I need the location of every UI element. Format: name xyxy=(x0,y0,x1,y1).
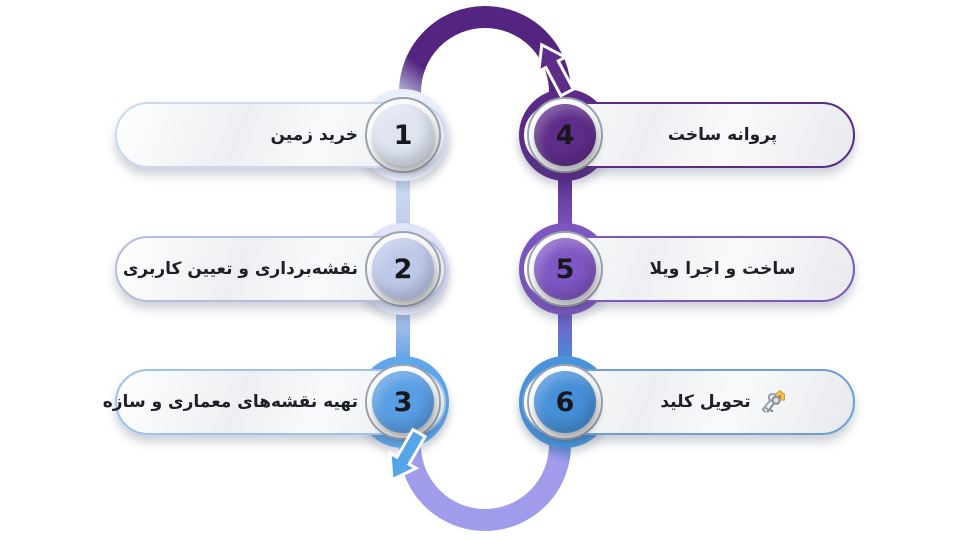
step-6-label: تحویل کلید xyxy=(600,389,845,415)
connector-step4-step5 xyxy=(558,172,572,232)
step-2-label: نقشه‌برداری و تعیین کاربری xyxy=(122,259,358,279)
step-5-label-text: ساخت و اجرا ویلا xyxy=(649,259,796,279)
step-6-label-text: تحویل کلید xyxy=(660,392,751,412)
bottom-arc xyxy=(399,436,571,531)
step-1-label: خرید زمین xyxy=(270,125,359,145)
step-3-label: تهیه نقشه‌های معماری و سازه xyxy=(102,392,358,412)
step-3-number: 3 xyxy=(372,371,434,433)
connector-step2-step3 xyxy=(396,306,410,366)
step-4-label-text: پروانه ساخت xyxy=(667,125,778,145)
step-2-number: 2 xyxy=(372,238,434,300)
step-4-label: پروانه ساخت xyxy=(600,122,845,148)
top-arrow-icon xyxy=(537,42,576,98)
step-5-number: 5 xyxy=(534,238,596,300)
connector-step5-step6 xyxy=(558,306,572,366)
step-4-number: 4 xyxy=(534,104,596,166)
connector-step1-step2 xyxy=(396,172,410,232)
keys-with-house-tag-icon xyxy=(758,389,785,415)
step-1-number: 1 xyxy=(372,104,434,166)
bottom-arrow-icon xyxy=(388,427,428,483)
step-6-number: 6 xyxy=(534,371,596,433)
step-5-label: ساخت و اجرا ویلا xyxy=(600,256,845,282)
